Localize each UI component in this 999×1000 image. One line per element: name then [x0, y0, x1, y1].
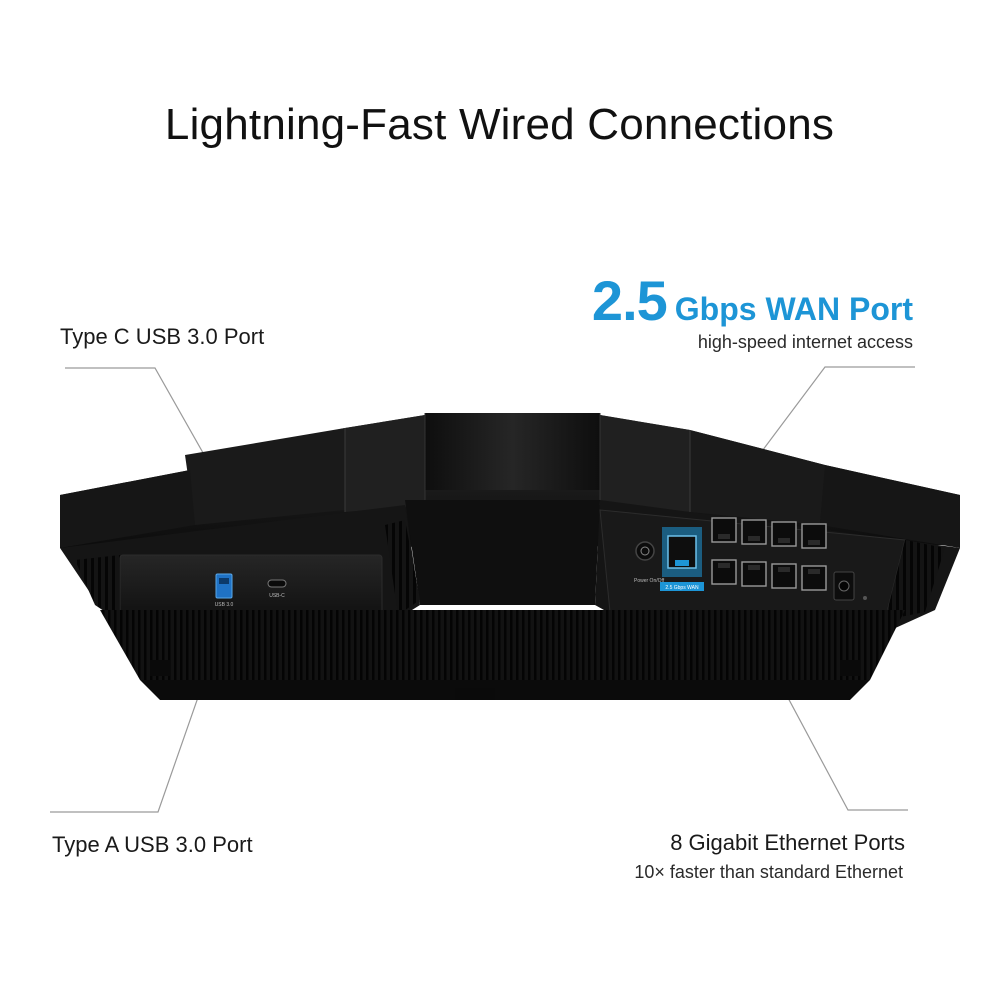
wan-port: 2.5 Gbps WAN — [660, 527, 704, 591]
dc-power-jack — [833, 571, 855, 601]
usb-c-port: USB-C — [267, 579, 287, 599]
type-c-port-label: Type C USB 3.0 Port — [60, 324, 265, 349]
usb-a-port: USB 3.0 — [215, 573, 234, 608]
reset-hole — [863, 596, 867, 600]
power-button: Power On/Off — [634, 541, 665, 584]
wan-port-text: 2.5 Gbps WAN — [665, 585, 699, 591]
ethernet-ports-subtitle: 10× faster than standard Ethernet — [634, 862, 903, 882]
ethernet-ports-label: 8 Gigabit Ethernet Ports — [670, 830, 905, 855]
type-a-port-label: Type A USB 3.0 Port — [52, 832, 253, 857]
page-title: Lightning-Fast Wired Connections — [164, 100, 835, 149]
wan-speed-number: 2.5 — [591, 269, 668, 332]
usb-a-port-text: USB 3.0 — [215, 602, 234, 608]
router-base — [100, 610, 905, 700]
router-top — [60, 413, 960, 548]
ethernet-port-latches — [718, 534, 820, 574]
usb-c-port-text: USB-C — [269, 593, 285, 599]
power-button-text: Power On/Off — [634, 578, 665, 584]
wan-port-subtitle: high-speed internet access — [697, 332, 913, 352]
wan-port-label: Gbps WAN Port — [674, 291, 913, 327]
